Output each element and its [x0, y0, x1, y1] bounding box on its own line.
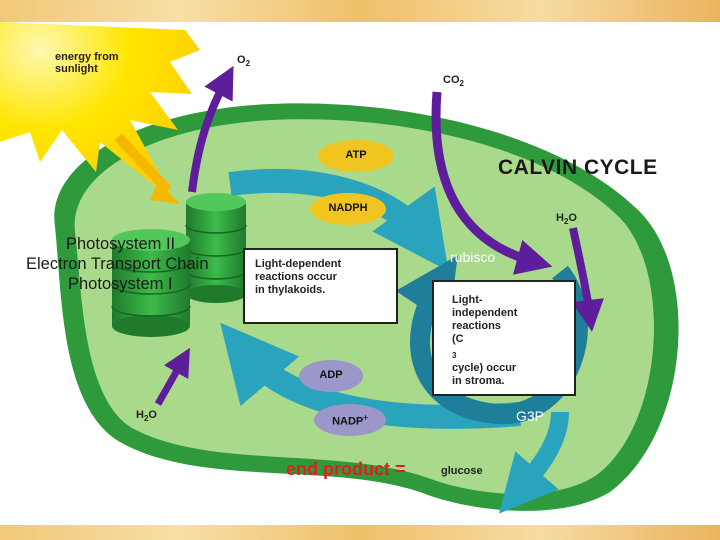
o2-release-arrow — [188, 65, 234, 193]
li-line-5: in stroma. — [452, 375, 505, 388]
adp-oval — [299, 360, 363, 392]
nadp-text: NADP — [332, 415, 364, 428]
slide-frame-top — [0, 0, 720, 22]
energy-line-1: energy from — [55, 51, 119, 63]
li-c-text: (C — [452, 333, 464, 345]
adp-label: ADP — [319, 369, 343, 381]
li-line-1: Light- — [452, 294, 483, 306]
nadp-oval — [314, 404, 386, 436]
co2-input-arrow — [431, 91, 553, 275]
energy-line-2: sunlight — [55, 63, 98, 75]
glucose-label: glucose — [441, 465, 483, 477]
thylakoid-grana — [111, 193, 247, 337]
li-line-3: reactions — [452, 320, 501, 332]
h2o-left-subscript: 2 — [143, 414, 149, 424]
o2-label: O2 — [237, 54, 250, 70]
atp-oval — [318, 140, 394, 172]
sun-icon — [0, 22, 200, 204]
nadph-oval — [310, 193, 386, 225]
electron-transport-chain-label: Electron Transport Chain — [26, 255, 209, 273]
h2o-right-o: O — [568, 212, 577, 224]
o2-text: O — [237, 54, 246, 66]
light-independent-box: Light- independent reactions (C 3 cycle) … — [432, 280, 576, 396]
atp-label: ATP — [345, 149, 367, 161]
li-line-2: independent — [452, 307, 518, 319]
o2-subscript: 2 — [245, 59, 251, 69]
ld-line-3: in thylakoids. — [255, 284, 326, 296]
h2o-input-right-arrow — [569, 227, 604, 332]
h2o-right-h: H — [556, 212, 564, 224]
ld-line-2: reactions occur — [255, 271, 337, 283]
h2o-label-right: H2O — [556, 212, 577, 228]
slide-frame-bottom — [0, 525, 720, 540]
diagram-panel: energy from sunlight O2 CO2 CALVIN CYCLE… — [0, 22, 720, 525]
co2-text: CO — [443, 74, 460, 86]
h2o-left-h: H — [136, 409, 144, 421]
ld-line-1: Light-dependent — [255, 258, 342, 270]
nadp-superscript: + — [363, 413, 368, 422]
rubisco-label: rubisco — [450, 249, 496, 265]
energy-from-sunlight-label: energy from sunlight — [55, 51, 119, 75]
calvin-cycle-title: CALVIN CYCLE — [498, 156, 658, 179]
atp-nadph-arrow — [228, 169, 449, 272]
granum-back — [185, 193, 247, 303]
g3p-output-arrow — [498, 411, 569, 514]
li-line-4: (C 3 cycle) occur — [452, 333, 556, 375]
h2o-label-left: H2O — [136, 409, 157, 425]
h2o-left-o: O — [148, 409, 157, 421]
photosystem-ii-label: Photosystem II — [66, 235, 176, 253]
li-cycle-text: cycle) occur — [452, 362, 517, 375]
end-product-label: end product = — [286, 459, 406, 479]
g3p-label: G3P — [516, 408, 545, 424]
photosystem-i-label: Photosystem I — [68, 275, 173, 293]
co2-label: CO2 — [443, 74, 464, 90]
nadp-label: NADP+ — [314, 413, 386, 428]
granum-front — [111, 229, 191, 337]
li-c-subscript: 3 — [452, 351, 457, 361]
h2o-input-left-arrow — [154, 347, 190, 406]
co2-subscript: 2 — [459, 79, 464, 89]
h2o-right-subscript: 2 — [563, 217, 569, 227]
photosystem-labels: Photosystem II Electron Transport Chain … — [26, 234, 209, 294]
light-dependent-box: Light-dependent reactions occur in thyla… — [243, 248, 398, 324]
nadph-label: NADPH — [328, 202, 368, 214]
